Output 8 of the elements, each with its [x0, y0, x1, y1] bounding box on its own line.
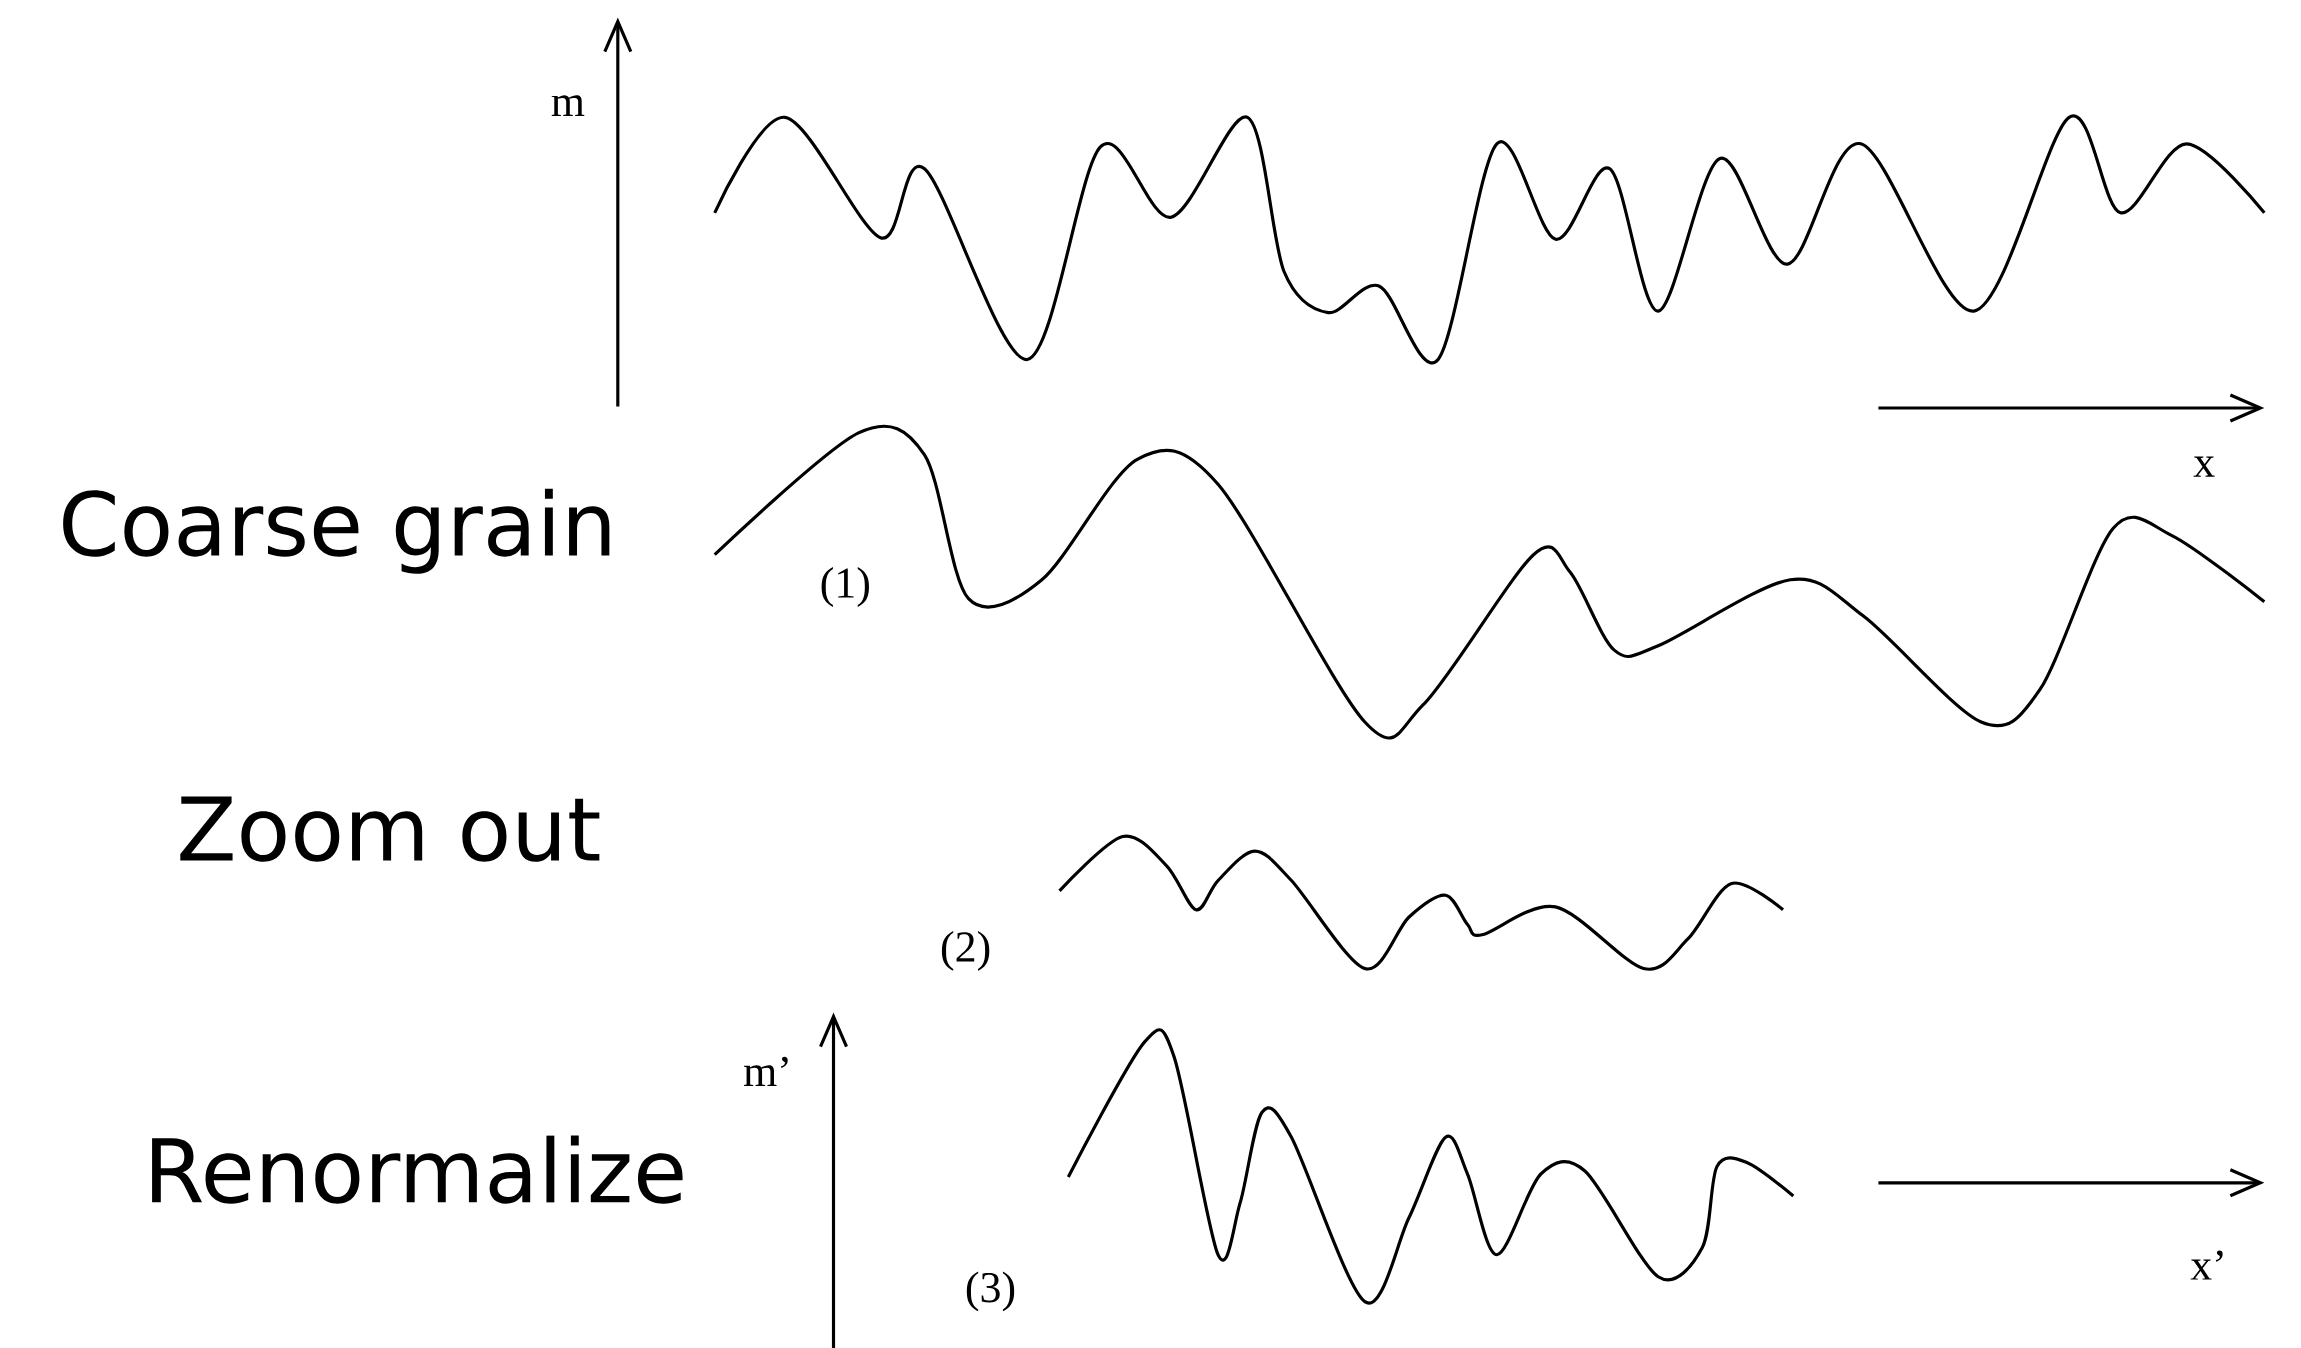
- step-label: Coarse grain: [63, 488, 610, 574]
- axis-label: (2): [941, 931, 990, 971]
- axis-label: x’: [2190, 1250, 2223, 1280]
- axis-label: m: [551, 95, 585, 117]
- axis-label: (3): [966, 1271, 1015, 1312]
- step-label: Renormalize: [152, 1135, 683, 1204]
- step-label: Zoom out: [180, 796, 600, 862]
- axis-label: m’: [744, 1056, 788, 1086]
